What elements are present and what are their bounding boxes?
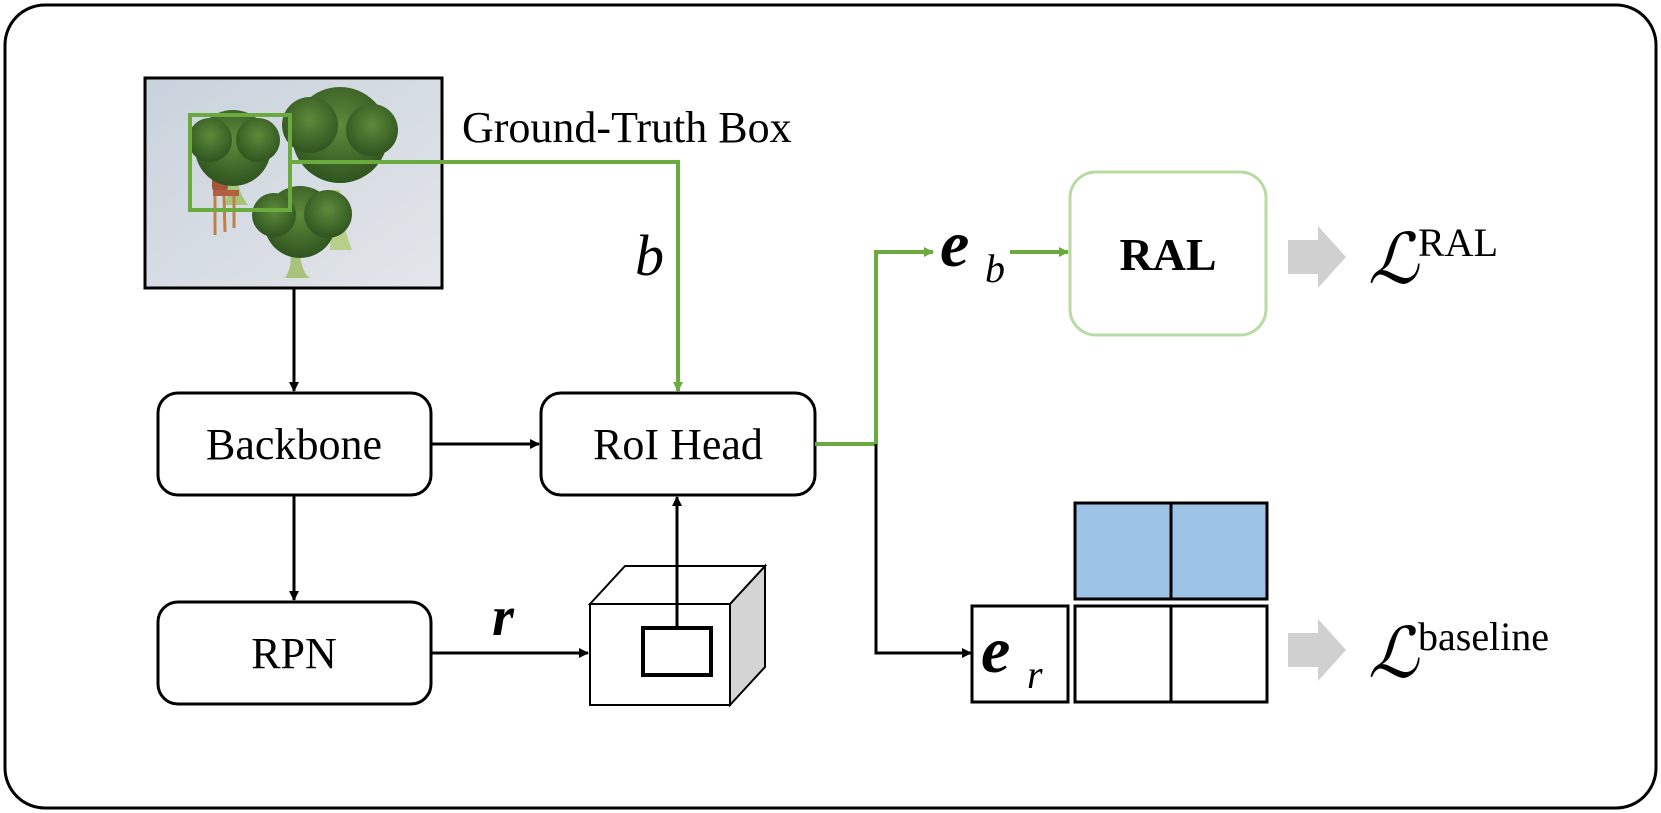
roi-head-label: RoI Head [593, 420, 763, 469]
rpn-label: RPN [251, 629, 337, 678]
loss-ral-symbol: ℒ [1368, 222, 1420, 299]
blue-cell-2 [1169, 501, 1269, 601]
er-symbol: e [981, 614, 1010, 687]
loss-baseline-symbol: ℒ [1368, 616, 1420, 693]
feature-map-cube [587, 563, 768, 708]
loss-ral: ℒ RAL [1368, 220, 1498, 299]
embedding-er: e r [981, 614, 1043, 697]
gt-to-roi-arrow [290, 160, 683, 392]
loss-baseline: ℒ baseline [1368, 614, 1549, 693]
white-cell-2 [1169, 604, 1269, 704]
roi-region [641, 626, 713, 677]
ral-box [1068, 170, 1268, 337]
ral-label: RAL [1119, 229, 1216, 280]
symbol-b: b [635, 223, 664, 288]
backbone-label: Backbone [206, 420, 382, 469]
embedding-eb: e b [940, 208, 1005, 291]
roi-to-eb-arrow [874, 247, 934, 444]
er-subscript: r [1027, 652, 1043, 697]
er-cell [970, 604, 1070, 704]
ground-truth-label: Ground-Truth Box [462, 103, 792, 152]
eb-subscript: b [985, 246, 1005, 291]
symbol-r: r [492, 586, 515, 648]
baseline-output-arrow [1288, 619, 1346, 681]
eb-symbol: e [940, 208, 969, 281]
blue-cell-1 [1073, 501, 1173, 601]
loss-ral-superscript: RAL [1418, 220, 1498, 265]
roi-to-er-arrow [874, 444, 972, 658]
loss-baseline-superscript: baseline [1418, 614, 1549, 659]
ral-output-arrow [1288, 226, 1346, 288]
white-cell-1 [1073, 604, 1173, 704]
